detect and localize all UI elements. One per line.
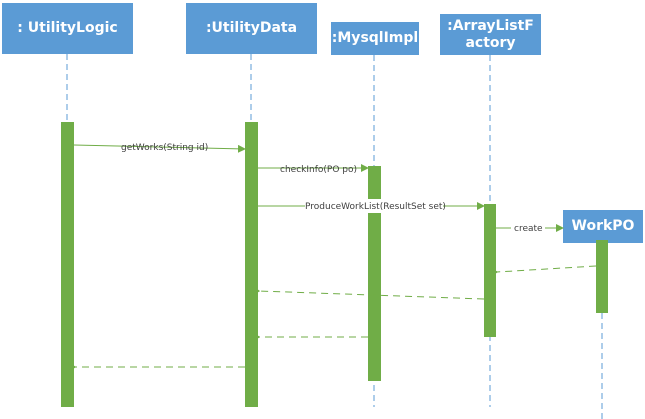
message-label-background (305, 199, 443, 213)
message-label-produce-work-list: ProduceWorkList(ResultSet set) (305, 202, 446, 212)
message-label-create: create (514, 224, 543, 234)
lifeline-label: :UtilityData (205, 20, 298, 37)
message-arrow-get-works (73, 144, 246, 153)
lifeline-head-array-list-factory: :ArrayListFactory (440, 14, 541, 55)
return-arrow-factory-to-data (259, 291, 485, 300)
message-label-background (511, 221, 545, 235)
lifeline-label: :ArrayListFactory (447, 17, 534, 51)
message-label-get-works: getWorks(String id) (121, 143, 208, 153)
lifeline-label: WorkPO (571, 218, 635, 235)
lifeline-label: : UtilityLogic (17, 20, 118, 37)
lifeline-label: :MysqlImpl (331, 30, 419, 47)
return-arrow-workpo-to-factory (497, 265, 597, 272)
activation-mysql-impl (368, 166, 381, 381)
activation-utility-logic (61, 122, 74, 407)
lifeline-head-work-po: WorkPO (563, 210, 643, 243)
activation-array-list-factory (484, 204, 496, 337)
activation-utility-data (245, 122, 258, 407)
activation-work-po (596, 240, 608, 313)
lifeline-head-utility-data: :UtilityData (186, 3, 317, 54)
message-label-check-info: checkInfo(PO po) (280, 165, 357, 175)
lifeline-head-mysql-impl: :MysqlImpl (331, 22, 419, 55)
lifeline-head-utility-logic: : UtilityLogic (2, 3, 133, 54)
